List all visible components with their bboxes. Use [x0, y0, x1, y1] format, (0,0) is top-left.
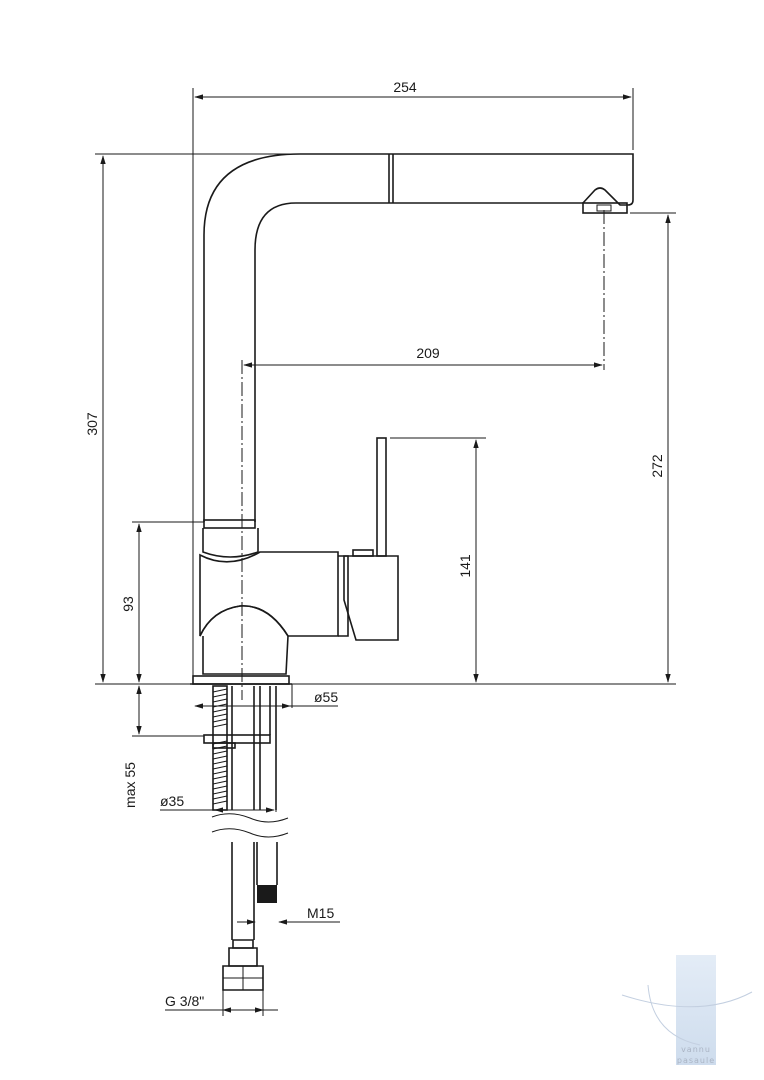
dim-label-o35: ø35 — [160, 793, 184, 809]
spout-outline — [203, 153, 634, 522]
dim-label-m15: M15 — [307, 905, 334, 921]
swivel-ring — [202, 519, 259, 558]
dim-label-254: 254 — [393, 79, 417, 95]
dimension-labels: 254 307 209 272 141 93 max 55 ø55 ø35 M1… — [84, 79, 665, 1009]
extension-lines — [95, 88, 676, 812]
dim-label-141: 141 — [457, 554, 473, 578]
dim-label-g38: G 3/8" — [165, 993, 204, 1009]
dim-label-307: 307 — [84, 412, 100, 436]
faucet-body — [199, 437, 399, 675]
m15-thread-fitting — [257, 885, 277, 903]
watermark-line1: vannu — [681, 1045, 711, 1054]
base-plate — [190, 675, 292, 685]
dim-label-max-55: max 55 — [122, 762, 138, 808]
dimension-lines — [100, 94, 671, 1016]
dim-label-272: 272 — [649, 454, 665, 478]
dim-label-93: 93 — [120, 596, 136, 612]
dim-label-209: 209 — [416, 345, 440, 361]
mounting-hardware — [203, 685, 289, 991]
watermark-logo: vannu pasaule — [621, 955, 753, 1065]
dim-label-o55: ø55 — [314, 689, 338, 705]
watermark-line2: pasaule — [677, 1056, 715, 1065]
centerlines — [241, 210, 605, 700]
